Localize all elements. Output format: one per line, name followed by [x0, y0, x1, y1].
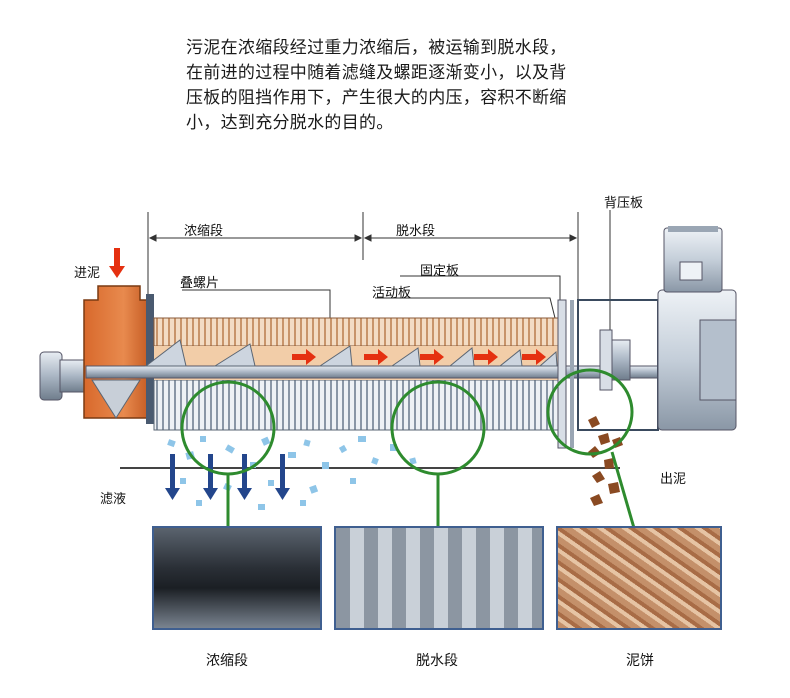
label-filtrate: 滤液	[100, 492, 127, 507]
back-pressure-plate	[599, 329, 613, 391]
flow-arrows	[292, 349, 546, 365]
label-back-plate: 背压板	[604, 196, 644, 211]
intro-line: 压板的阻挡作用下，产生很大的内压，容积不断缩	[186, 88, 567, 108]
left-bearing	[39, 351, 63, 401]
label-stacked-screw: 叠螺片	[180, 276, 220, 291]
caption-dewatering: 脱水段	[416, 653, 458, 669]
intro-text: 污泥在浓缩段经过重力浓缩后，被运输到脱水段， 在前进的过程中随着滤缝及螺距逐渐变…	[186, 36, 686, 136]
photo-thickening	[152, 526, 322, 630]
leader-lines	[182, 210, 611, 330]
intro-line: 污泥在浓缩段经过重力浓缩后，被运输到脱水段，	[186, 38, 567, 58]
label-thickening-zone: 浓缩段	[184, 224, 224, 239]
intro-line: 在前进的过程中随着滤缝及螺距逐渐变小，以及背	[186, 63, 567, 83]
label-sludge-out: 出泥	[660, 472, 687, 487]
intro-line: 小，达到充分脱水的目的。	[186, 113, 394, 133]
label-inlet: 进泥	[74, 266, 101, 281]
motor-nameplate	[679, 261, 703, 281]
filtrate-drops	[167, 436, 417, 510]
label-dewatering-zone: 脱水段	[396, 224, 436, 239]
photo-sludge-cake	[556, 526, 722, 630]
inlet-arrow	[109, 248, 125, 278]
screw-body-bottom	[153, 379, 561, 431]
magnifier-rings	[180, 368, 636, 529]
photo-dewatering	[334, 526, 544, 630]
label-moving-plate: 活动板	[372, 286, 412, 301]
label-fixed-plate: 固定板	[420, 264, 460, 279]
end-plate	[557, 299, 567, 449]
screw-body-top	[153, 317, 561, 347]
dimension-lines	[147, 212, 579, 300]
screw-flights	[144, 339, 558, 367]
caption-sludge-cake: 泥饼	[626, 653, 654, 669]
caption-thickening: 浓缩段	[206, 653, 248, 669]
